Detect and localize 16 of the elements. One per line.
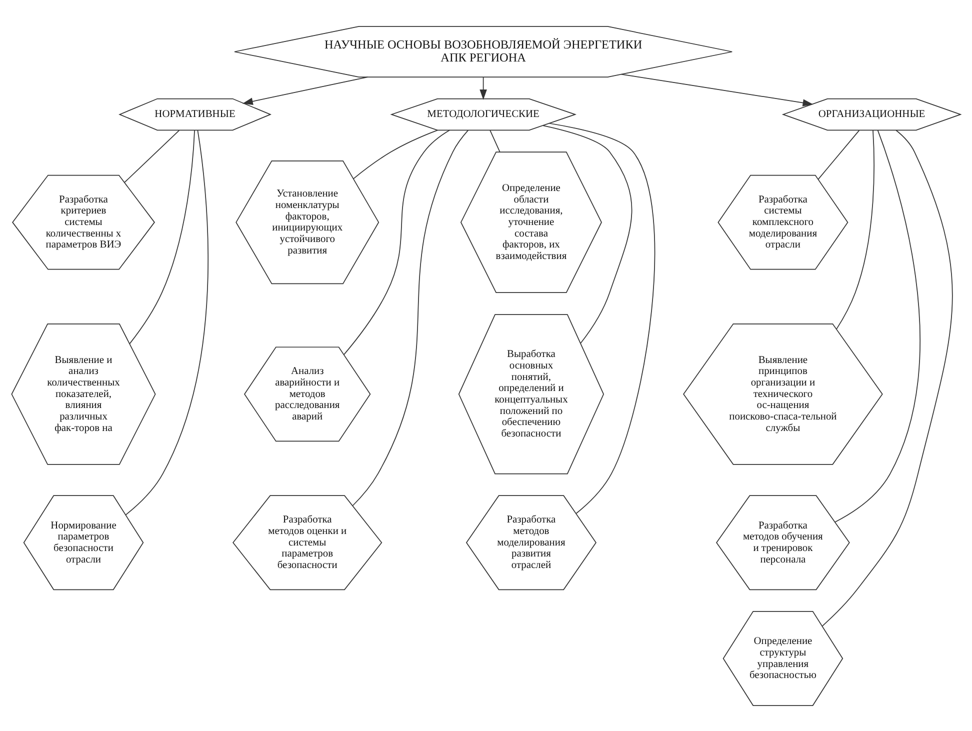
connector	[818, 129, 860, 180]
connector	[542, 124, 632, 344]
connector	[549, 122, 656, 514]
connector	[352, 129, 469, 506]
connector	[834, 129, 920, 522]
connector	[344, 129, 450, 354]
connector	[125, 129, 208, 515]
connector	[129, 129, 195, 344]
connector	[822, 129, 953, 626]
arrow	[620, 73, 814, 106]
connector	[836, 129, 874, 329]
connector	[124, 129, 180, 182]
arrow	[242, 76, 368, 104]
connector	[490, 129, 500, 152]
connector	[352, 129, 438, 179]
arrow	[480, 76, 487, 100]
